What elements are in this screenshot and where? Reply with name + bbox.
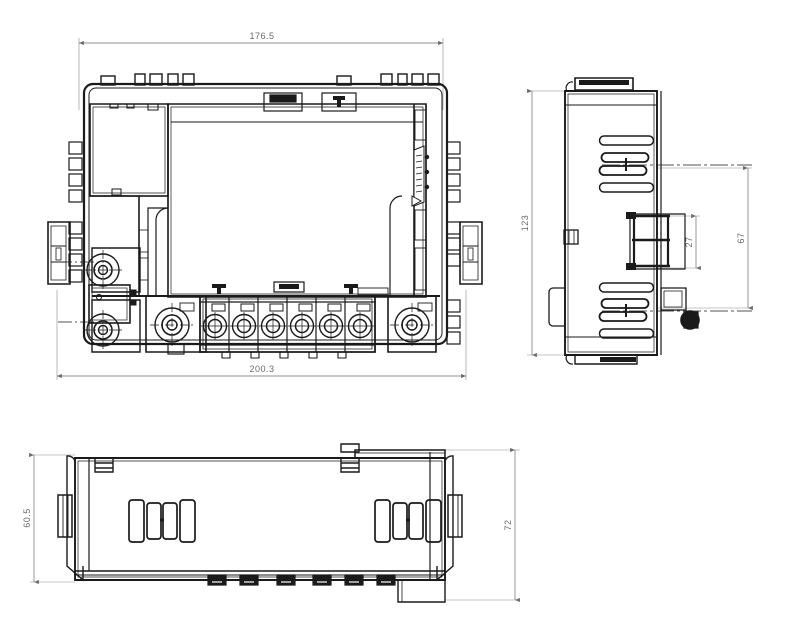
left-square-module [88, 284, 137, 324]
dimension-200-3: 200.3 [57, 364, 466, 379]
front-bottom-tabs [207, 574, 396, 586]
connector-bottom-clips [221, 352, 347, 359]
top-view-body [47, 73, 483, 359]
front-top-latches [94, 443, 360, 473]
side-top-cap [565, 77, 634, 92]
vent-group-upper [598, 135, 655, 193]
side-body-outline [564, 90, 658, 356]
front-bottom-tab-6 [376, 574, 396, 586]
outer-shell-inner-offset [88, 87, 443, 341]
connector-row [199, 295, 376, 359]
left-edge-tabs [68, 141, 83, 283]
right-strip-dot-b [424, 169, 430, 175]
side-left-port [563, 229, 579, 245]
dimension-176-5: 176.5 [79, 31, 443, 46]
dimension-72: 72 [503, 447, 520, 603]
front-view-witness-lines [30, 449, 520, 601]
dimension-label-123: 123 [520, 215, 530, 232]
front-view: 60.5 72 [22, 443, 520, 603]
right-mount-bracket [459, 221, 483, 285]
mount-circle-left-lower [83, 299, 141, 353]
front-top-right-raised [354, 449, 446, 459]
right-arrow-marker [411, 195, 423, 207]
front-body-offset [77, 460, 443, 578]
side-bottom-cap [565, 354, 638, 365]
side-center-bracket [626, 212, 686, 270]
side-left-tab [548, 287, 566, 327]
top-edge-tabs [100, 73, 440, 86]
dimension-27: 27 [684, 213, 701, 271]
right-strip-dot-a [424, 154, 430, 160]
left-channel-slot-a [138, 229, 149, 253]
connector-3 [259, 312, 287, 340]
left-compartment-pad [111, 188, 122, 196]
side-view-centerlines [602, 164, 752, 312]
front-bottom-box [397, 579, 446, 603]
dimension-60-5: 60.5 [22, 452, 39, 585]
right-rib-slot-b [414, 209, 427, 241]
connector-circles [201, 312, 374, 340]
right-textured-strip [413, 145, 425, 207]
connector-1 [201, 312, 229, 340]
front-clip-group-left [128, 499, 196, 543]
top-latches [263, 92, 357, 112]
connector-cells [228, 296, 346, 352]
left-channel-slot-b [138, 257, 149, 281]
side-view-body [548, 77, 752, 365]
side-right-port [660, 287, 687, 311]
dimension-label-200-3: 200.3 [249, 364, 274, 374]
front-bottom-tab-2 [239, 574, 259, 586]
connector-4 [288, 312, 316, 340]
right-round-corner [389, 195, 403, 296]
connector-6 [346, 312, 374, 340]
dimension-label-72: 72 [503, 519, 513, 530]
front-clip-group-right [374, 499, 442, 543]
side-view: 123 67 27 [520, 77, 753, 365]
right-textured-strip-teeth [415, 154, 423, 193]
dimension-label-27: 27 [684, 236, 694, 247]
front-bottom-tab-4 [312, 574, 332, 586]
dimension-label-60-5: 60.5 [22, 508, 32, 528]
left-round-corner [155, 207, 169, 296]
front-bottom-tab-5 [344, 574, 364, 586]
left-compartment-notches [104, 103, 159, 111]
dimension-123: 123 [520, 88, 537, 358]
dimension-label-176-5: 176.5 [249, 31, 274, 41]
connector-5 [317, 312, 345, 340]
top-view-witness-lines [56, 38, 467, 380]
divider-stud-marks [212, 281, 389, 296]
left-upper-compartment-offset [92, 106, 166, 194]
dimension-label-67: 67 [736, 232, 746, 243]
connector-top-pads [211, 303, 371, 312]
outer-shell-outline [82, 82, 449, 346]
right-rib-slot-c [414, 247, 427, 291]
front-right-hook [436, 455, 463, 582]
dimension-67: 67 [736, 165, 753, 311]
side-body-offset [567, 93, 655, 353]
mount-circle-left-upper [83, 247, 141, 293]
side-round-connector [680, 310, 700, 330]
connector-2 [230, 312, 258, 340]
front-view-body [57, 443, 463, 603]
top-view: 176.5 200.3 [47, 31, 483, 380]
vent-group-lower [598, 282, 655, 339]
right-rib-slot-a [414, 109, 427, 141]
front-bottom-tab-3 [276, 574, 296, 586]
front-left-hook [57, 455, 84, 582]
right-edge-tabs [446, 141, 461, 345]
right-strip-dot-c [424, 184, 430, 190]
front-bottom-tab-1 [207, 574, 227, 586]
bottom-edge-tab [167, 343, 185, 355]
